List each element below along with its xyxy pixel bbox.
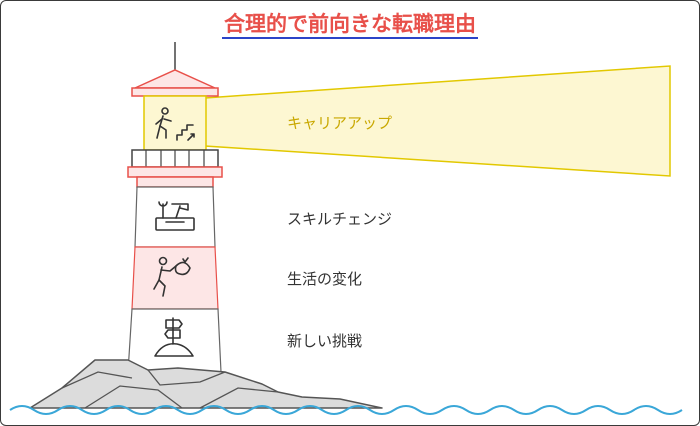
tower-band-1 [134,186,216,248]
tools-icon [155,201,195,231]
roof-base [131,87,219,97]
label-career-up: キャリアアップ [287,114,393,132]
label-new-challenge: 新しい挑戦 [287,332,363,350]
gallery-deck [127,166,223,178]
water-waves [9,405,683,415]
label-life-change: 生活の変化 [287,270,363,288]
label-skill-change: スキルチェンジ [287,210,393,228]
tower-band-3 [127,308,222,373]
page-title: 合理的で前向きな転職理由 [0,8,700,39]
light-beam [204,65,671,177]
signpost-icon [154,317,194,357]
tower-band-2 [131,246,219,310]
title-text: 合理的で前向きな転職理由 [222,12,478,39]
lighthouse-roof [134,69,216,89]
gallery-collar [136,176,214,188]
lantern-room [143,95,207,151]
stairs-climber-icon [155,107,195,141]
moving-person-icon [153,256,191,297]
